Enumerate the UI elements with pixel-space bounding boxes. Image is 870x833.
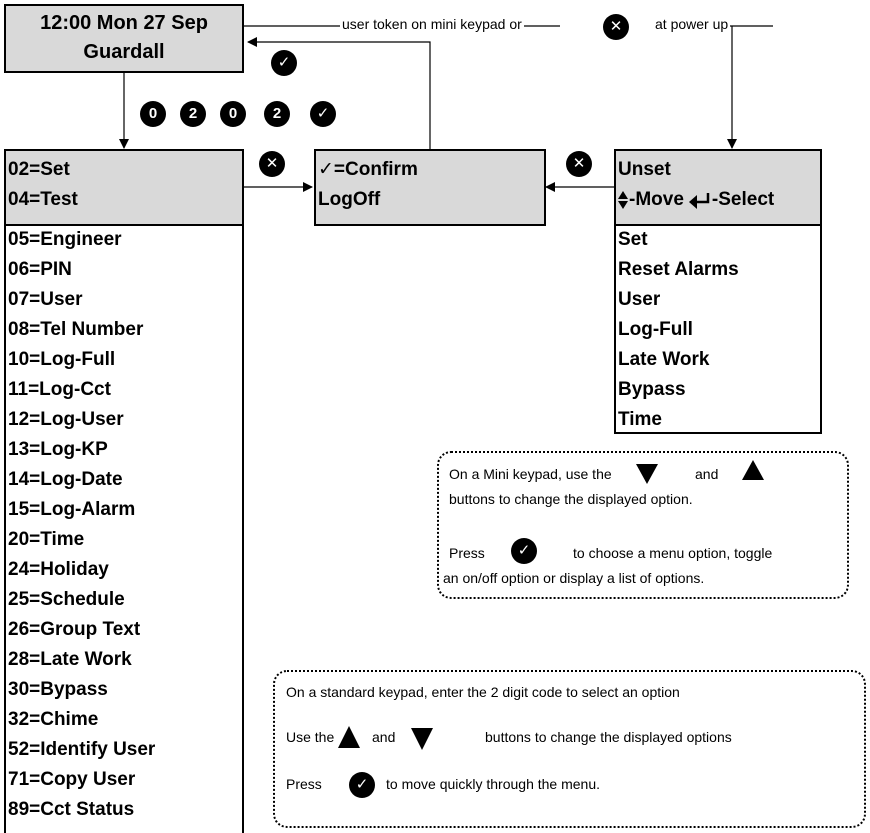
engineer-menu-item: 26=Group Text <box>8 619 141 640</box>
engineer-menu-item: 25=Schedule <box>8 589 125 610</box>
arrow-confirm-to-idle <box>247 37 431 150</box>
logoff-label: LogOff <box>318 189 381 210</box>
top-note-after: at power up <box>655 16 729 32</box>
cross-icon: ✕ <box>566 151 592 177</box>
down-arrow-icon <box>636 464 658 484</box>
code-digit-4: 2 <box>264 101 290 127</box>
tick-icon: ✓ <box>271 50 297 76</box>
engineer-menu-item: 20=Time <box>8 529 85 550</box>
idle-display-line1: 12:00 Mon 27 Sep <box>40 12 208 34</box>
user-menu-item: Reset Alarms <box>618 259 739 280</box>
std-note-line2b: and <box>372 729 396 745</box>
engineer-menu-header-line1: 02=Set <box>8 159 70 180</box>
code-digit-3: 0 <box>220 101 246 127</box>
std-note-line2a: Use the <box>286 729 335 745</box>
user-menu-item: Bypass <box>618 379 686 400</box>
engineer-menu-item: 28=Late Work <box>8 649 132 670</box>
code-digit-2: 2 <box>180 101 206 127</box>
confirm-line: ✓=Confirm <box>316 155 544 185</box>
tick-icon: ✓ <box>310 101 336 127</box>
engineer-menu-item: 07=User <box>8 289 83 310</box>
mini-note-line4: an on/off option or display a list of op… <box>443 570 705 586</box>
mini-keypad-note <box>437 451 849 599</box>
confirm-label: =Confirm <box>333 159 418 180</box>
engineer-menu-item: 08=Tel Number <box>8 319 144 340</box>
user-menu-item: Time <box>618 409 663 430</box>
user-menu-header-line1: Unset <box>618 159 671 180</box>
user-menu-list: Set Reset Alarms User Log-Full Late Work… <box>614 224 822 434</box>
user-menu-item: Log-Full <box>618 319 693 340</box>
cross-icon: ✕ <box>259 151 285 177</box>
engineer-menu-header-line2: 04=Test <box>8 189 78 210</box>
mini-note-line1b: and <box>695 466 719 482</box>
mini-note-line1a: On a Mini keypad, use the <box>449 466 612 482</box>
user-menu-item: User <box>618 289 661 310</box>
tick-icon: ✓ <box>349 772 375 798</box>
confirm-logoff-box: ✓=Confirm LogOff <box>314 149 546 226</box>
engineer-menu-item: 13=Log-KP <box>8 439 108 460</box>
engineer-menu-item: 52=Identify User <box>8 739 156 760</box>
standard-keypad-note <box>273 670 866 828</box>
up-down-arrow-icon <box>618 191 628 209</box>
select-label: -Select <box>711 189 775 210</box>
idle-display-line2: Guardall <box>83 41 165 63</box>
user-menu-item: Set <box>618 229 648 250</box>
code-digit-1: 0 <box>140 101 166 127</box>
user-menu-item: Late Work <box>618 349 710 370</box>
down-arrow-icon <box>411 728 433 750</box>
cross-icon: ✕ <box>603 14 629 40</box>
up-arrow-icon <box>338 726 360 748</box>
std-note-line2c: buttons to change the displayed options <box>485 729 732 745</box>
engineer-menu-item: 24=Holiday <box>8 559 109 580</box>
std-note-line1: On a standard keypad, enter the 2 digit … <box>286 684 680 700</box>
user-menu-header: Unset -Move -Select <box>614 149 822 226</box>
engineer-menu-item: 14=Log-Date <box>8 469 123 490</box>
engineer-menu-header: 02=Set 04=Test <box>4 149 244 226</box>
mini-note-line2: buttons to change the displayed option. <box>449 491 693 507</box>
idle-display: 12:00 Mon 27 Sep Guardall <box>4 4 244 73</box>
user-menu-header-line2: -Move -Select <box>616 185 820 215</box>
engineer-menu-item: 71=Copy User <box>8 769 136 790</box>
engineer-menu-item: 89=Cct Status <box>8 799 135 820</box>
mini-note-line3b: to choose a menu option, toggle <box>573 545 773 561</box>
engineer-menu-item: 32=Chime <box>8 709 99 730</box>
check-icon: ✓ <box>318 159 334 180</box>
std-note-line3a: Press <box>286 776 322 792</box>
std-note-line3b: to move quickly through the menu. <box>386 776 601 792</box>
tick-icon: ✓ <box>511 538 537 564</box>
enter-arrow-icon <box>688 193 710 209</box>
engineer-menu-item: 15=Log-Alarm <box>8 499 136 520</box>
up-arrow-icon <box>742 460 764 480</box>
top-note-before: user token on mini keypad or <box>340 16 524 32</box>
engineer-menu-item: 30=Bypass <box>8 679 108 700</box>
engineer-menu-item: 10=Log-Full <box>8 349 116 370</box>
engineer-menu-item: 12=Log-User <box>8 409 124 430</box>
mini-note-line3a: Press <box>449 545 485 561</box>
engineer-menu-item: 06=PIN <box>8 259 72 280</box>
engineer-menu-item: 11=Log-Cct <box>8 379 111 400</box>
move-label: -Move <box>629 189 684 210</box>
engineer-menu-item: 05=Engineer <box>8 229 122 250</box>
engineer-menu-list: 05=Engineer 06=PIN 07=User 08=Tel Number… <box>4 224 244 833</box>
